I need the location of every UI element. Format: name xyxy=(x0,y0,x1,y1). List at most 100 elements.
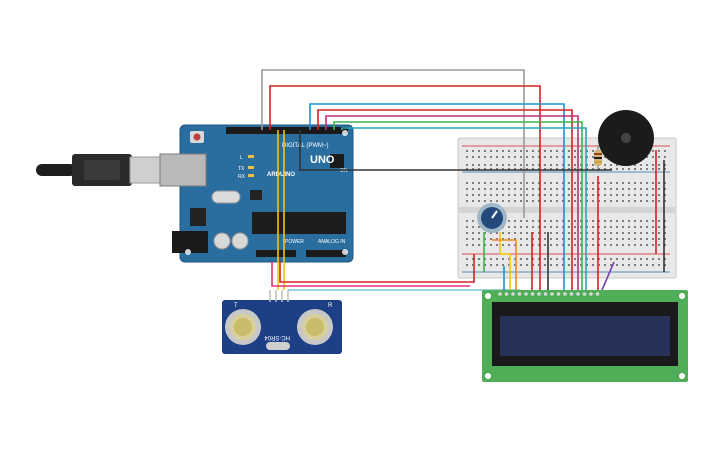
lcd-display[interactable] xyxy=(482,290,688,382)
breadboard-hole xyxy=(646,238,648,240)
wire-blue-top xyxy=(309,103,565,290)
breadboard-hole xyxy=(466,258,468,260)
breadboard-hole xyxy=(466,232,468,234)
breadboard-hole xyxy=(514,188,516,190)
breadboard-hole xyxy=(538,244,540,246)
breadboard-hole xyxy=(622,264,624,266)
breadboard-hole xyxy=(580,226,582,228)
wire-orange-pot xyxy=(492,239,517,290)
breadboard-hole xyxy=(658,182,660,184)
breadboard-hole xyxy=(520,238,522,240)
breadboard-hole xyxy=(508,226,510,228)
breadboard-hole xyxy=(520,164,522,166)
breadboard-hole xyxy=(538,264,540,266)
breadboard-hole xyxy=(496,232,498,234)
breadboard-hole xyxy=(466,238,468,240)
breadboard-hole xyxy=(496,200,498,202)
breadboard-hole xyxy=(628,188,630,190)
breadboard-hole xyxy=(604,164,606,166)
breadboard-hole xyxy=(598,226,600,228)
breadboard-hole xyxy=(628,226,630,228)
breadboard-hole xyxy=(544,244,546,246)
breadboard-hole xyxy=(652,150,654,152)
breadboard-hole xyxy=(508,244,510,246)
piezo-buzzer[interactable] xyxy=(598,110,654,166)
breadboard-hole xyxy=(634,200,636,202)
breadboard-hole xyxy=(550,168,552,170)
breadboard-hole xyxy=(544,194,546,196)
resistor[interactable] xyxy=(594,146,602,172)
breadboard-hole xyxy=(562,220,564,222)
breadboard[interactable] xyxy=(457,137,677,279)
breadboard-hole xyxy=(628,232,630,234)
breadboard-hole xyxy=(586,200,588,202)
breadboard-hole xyxy=(628,264,630,266)
breadboard-hole xyxy=(604,264,606,266)
breadboard-hole xyxy=(556,238,558,240)
breadboard-hole xyxy=(520,244,522,246)
breadboard-hole xyxy=(550,232,552,234)
led-tx-label: TX xyxy=(238,166,245,172)
breadboard-hole xyxy=(526,150,528,152)
breadboard-hole xyxy=(640,232,642,234)
potentiometer[interactable] xyxy=(477,203,507,233)
wire-red-sensor xyxy=(279,254,475,283)
breadboard-hole xyxy=(592,182,594,184)
breadboard-hole xyxy=(658,194,660,196)
breadboard-hole xyxy=(550,226,552,228)
breadboard-hole xyxy=(664,244,666,246)
breadboard-hole xyxy=(556,168,558,170)
breadboard-hole xyxy=(634,244,636,246)
arduino-uno-board[interactable]: L TX RX ON DIGITAL (PWM~) UNO ARDUINO PO… xyxy=(159,124,354,263)
breadboard-hole xyxy=(568,156,570,158)
breadboard-hole xyxy=(652,188,654,190)
breadboard-hole xyxy=(514,164,516,166)
breadboard-hole xyxy=(568,188,570,190)
breadboard-hole xyxy=(634,226,636,228)
breadboard-hole xyxy=(514,194,516,196)
breadboard-hole xyxy=(616,232,618,234)
breadboard-hole xyxy=(604,168,606,170)
breadboard-hole xyxy=(616,258,618,260)
breadboard-hole xyxy=(586,168,588,170)
breadboard-hole xyxy=(664,264,666,266)
led-tx xyxy=(248,166,254,169)
breadboard-hole xyxy=(592,232,594,234)
breadboard-hole xyxy=(652,194,654,196)
breadboard-hole xyxy=(490,156,492,158)
breadboard-hole xyxy=(550,258,552,260)
breadboard-hole xyxy=(532,238,534,240)
breadboard-hole xyxy=(568,182,570,184)
breadboard-hole xyxy=(508,194,510,196)
breadboard-hole xyxy=(586,188,588,190)
breadboard-hole xyxy=(538,188,540,190)
digital-header xyxy=(226,127,348,134)
breadboard-hole xyxy=(514,264,516,266)
breadboard-hole xyxy=(508,156,510,158)
breadboard-hole xyxy=(562,258,564,260)
ultrasonic-sensor[interactable]: T R HC-SR04 xyxy=(222,290,342,354)
breadboard-hole xyxy=(562,194,564,196)
breadboard-hole xyxy=(622,220,624,222)
breadboard-hole xyxy=(634,182,636,184)
breadboard-hole xyxy=(628,168,630,170)
breadboard-hole xyxy=(598,232,600,234)
breadboard-hole xyxy=(652,182,654,184)
breadboard-hole xyxy=(520,232,522,234)
breadboard-hole xyxy=(538,156,540,158)
breadboard-hole xyxy=(592,156,594,158)
sensor-letter-left: T xyxy=(234,303,238,309)
breadboard-hole xyxy=(508,150,510,152)
breadboard-hole xyxy=(526,244,528,246)
breadboard-hole xyxy=(562,226,564,228)
breadboard-hole xyxy=(538,150,540,152)
breadboard-hole xyxy=(652,156,654,158)
breadboard-hole xyxy=(640,182,642,184)
breadboard-hole xyxy=(508,258,510,260)
breadboard-hole xyxy=(472,238,474,240)
breadboard-hole xyxy=(586,164,588,166)
breadboard-hole xyxy=(466,168,468,170)
lcd-pin-header xyxy=(498,292,600,296)
breadboard-hole xyxy=(574,194,576,196)
breadboard-hole xyxy=(598,194,600,196)
